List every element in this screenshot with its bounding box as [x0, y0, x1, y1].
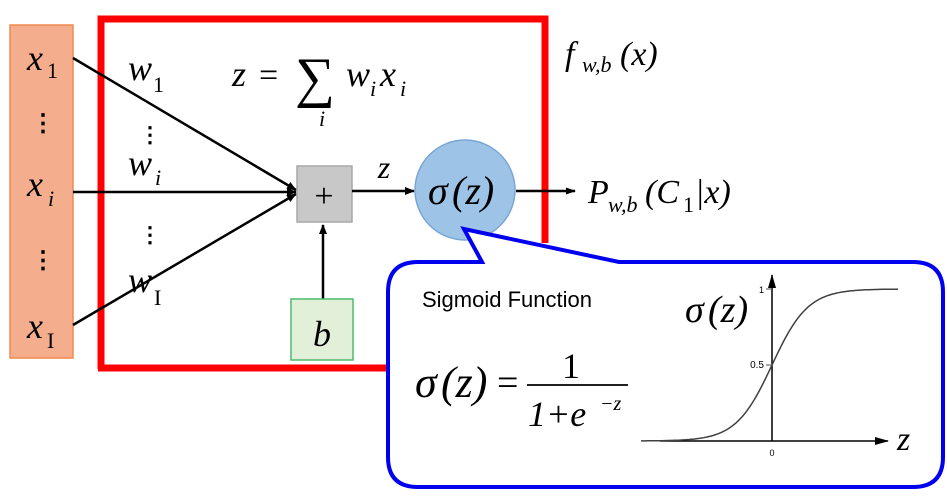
y-tick-label: 0.5: [750, 360, 764, 371]
svg-text:(z): (z): [441, 358, 487, 407]
svg-text:i: i: [48, 186, 54, 211]
svg-text:(x): (x): [620, 36, 658, 73]
sigmoid-formula: σ (z) = 1 1+e −z: [415, 346, 628, 434]
bias-label: b: [313, 314, 331, 354]
svg-text:|x): |x): [695, 174, 731, 211]
svg-text:I: I: [154, 285, 161, 310]
activation-node: [414, 139, 516, 241]
svg-text:σ: σ: [685, 289, 705, 331]
svg-text:σ: σ: [428, 168, 449, 213]
input-xi: x i: [26, 164, 54, 211]
sum-formula: z = ∑ i w i x i: [231, 47, 406, 131]
neuron-boundary: [97, 15, 549, 369]
input-ellipsis-top: ⋮: [31, 111, 55, 137]
bias-node: [290, 298, 354, 361]
svg-text:1+e: 1+e: [528, 394, 586, 434]
svg-text:1: 1: [153, 72, 164, 97]
svg-text:x: x: [26, 164, 43, 204]
svg-text:=: =: [259, 57, 278, 94]
svg-text:z: z: [231, 54, 246, 94]
svg-text:−z: −z: [600, 393, 621, 415]
svg-text:I: I: [47, 328, 54, 353]
edge-x1: [72, 56, 297, 192]
svg-text:P: P: [587, 174, 609, 211]
x-axis-label: z: [896, 421, 910, 458]
weight-ellipsis-top: ⋮: [139, 122, 161, 147]
svg-text:i: i: [319, 106, 325, 131]
activation-label: σ (z): [428, 168, 494, 213]
z-label: z: [377, 149, 391, 185]
svg-text:1: 1: [683, 192, 694, 217]
y-axis-label: σ (z): [685, 289, 748, 331]
svg-text:w,b: w,b: [582, 52, 612, 77]
svg-text:(z): (z): [708, 289, 748, 331]
svg-text:∑: ∑: [295, 47, 335, 109]
input-x1: x 1: [26, 38, 58, 83]
input-xI: x I: [26, 306, 54, 353]
svg-text:f: f: [565, 36, 579, 73]
plus-icon: +: [314, 178, 333, 215]
svg-text:w: w: [128, 48, 152, 88]
svg-text:i: i: [155, 165, 161, 190]
svg-text:x: x: [379, 54, 396, 94]
svg-text:(C: (C: [645, 174, 679, 211]
weight-wI: w I: [128, 260, 161, 310]
input-ellipsis-bottom: ⋮: [31, 248, 55, 274]
edge-xI: [72, 192, 297, 327]
svg-text:x: x: [26, 306, 43, 346]
svg-text:w: w: [128, 260, 152, 300]
input-column: [9, 24, 74, 359]
y-tick-label: 1: [759, 285, 764, 295]
sigmoid-curve: [641, 288, 899, 442]
weight-w1: w 1: [128, 48, 164, 97]
svg-text:w: w: [128, 143, 152, 183]
svg-text:w: w: [346, 54, 370, 94]
svg-text:1: 1: [47, 58, 58, 83]
svg-text:(z): (z): [452, 168, 494, 213]
sigmoid-callout: [386, 226, 945, 489]
svg-text:σ: σ: [415, 358, 439, 407]
svg-text:w,b: w,b: [608, 192, 638, 217]
x-tick-label: 0: [769, 448, 774, 458]
output-label: P w,b (C 1 |x): [587, 174, 731, 217]
adder-node: [296, 165, 353, 223]
function-label: f w,b (x): [565, 36, 658, 77]
svg-text:=: =: [497, 362, 518, 404]
weight-wi: w i: [128, 143, 161, 190]
callout-title: Sigmoid Function: [422, 287, 592, 312]
weight-ellipsis-bottom: ⋮: [139, 222, 161, 247]
svg-text:i: i: [400, 76, 406, 101]
svg-text:i: i: [370, 76, 376, 101]
svg-text:1: 1: [562, 346, 580, 386]
sigmoid-chart: 0 0.5 1 σ (z) z: [641, 274, 910, 458]
svg-text:x: x: [26, 38, 43, 78]
